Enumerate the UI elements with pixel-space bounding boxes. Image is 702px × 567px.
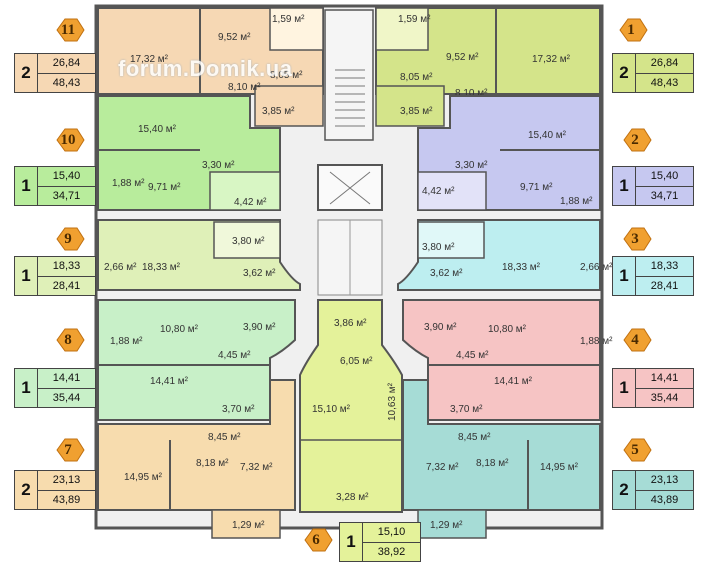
apartment-number-badge: 4	[622, 327, 652, 353]
room-label: 3,30 м²	[202, 160, 235, 171]
room-label: 8,45 м²	[458, 432, 491, 443]
room-label: 14,41 м²	[150, 376, 189, 387]
room-label: 1,29 м²	[232, 520, 265, 531]
room-label: 9,71 м²	[520, 182, 553, 193]
room-label: 3,62 м²	[243, 268, 276, 279]
room-label: 2,66 м²	[104, 262, 137, 273]
room-label: 18,33 м²	[502, 262, 541, 273]
apartment-6[interactable]: 3,86 м² 6,05 м² 15,10 м² 10,63 м² 3,28 м…	[299, 299, 403, 513]
room-label: 8,10 м²	[228, 82, 261, 93]
apartment-number-badge: 2	[622, 127, 652, 153]
room-label: 8,05 м²	[400, 72, 433, 83]
apartment-number-badge: 8	[55, 327, 85, 353]
apartment-4[interactable]: 3,90 м² 10,80 м² 1,88 м² 4,45 м² 14,41 м…	[402, 299, 613, 421]
room-label: 7,32 м²	[240, 462, 273, 473]
apartment-number-badge: 7	[55, 437, 85, 463]
room-label: 1,88 м²	[110, 336, 143, 347]
room-label: 3,80 м²	[422, 242, 455, 253]
apartment-5[interactable]: 3,70 м² 8,45 м² 7,32 м² 8,18 м² 14,95 м²…	[402, 379, 601, 539]
watermark: forum.Domik.ua	[118, 56, 293, 81]
apartment-7[interactable]: 3,70 м² 8,45 м² 14,95 м² 8,18 м² 7,32 м²…	[97, 379, 296, 539]
room-label: 3,85 м²	[262, 106, 295, 117]
apartment-number-badge: 11	[55, 17, 85, 43]
room-label: 10,80 м²	[488, 324, 527, 335]
apartment-1[interactable]: 1,59 м² 9,52 м² 17,32 м² 8,05 м² 8,10 м²…	[375, 7, 601, 127]
room-label: 10,63 м²	[387, 382, 398, 421]
room-label: 8,05 м²	[270, 70, 303, 81]
room-label: 3,80 м²	[232, 236, 265, 247]
room-label: 14,95 м²	[540, 462, 579, 473]
room-label: 4,45 м²	[218, 350, 251, 361]
room-label: 1,88 м²	[560, 196, 593, 207]
room-label: 3,90 м²	[424, 322, 457, 333]
room-label: 1,29 м²	[430, 520, 463, 531]
room-label: 3,85 м²	[400, 106, 433, 117]
room-label: 6,05 м²	[340, 356, 373, 367]
room-label: 3,70 м²	[450, 404, 483, 415]
room-label: 9,52 м²	[446, 52, 479, 63]
room-label: 3,86 м²	[334, 318, 367, 329]
apartment-9[interactable]: 2,66 м² 18,33 м² 3,80 м² 3,62 м²	[97, 219, 301, 291]
room-label: 1,88 м²	[580, 336, 613, 347]
room-label: 4,42 м²	[234, 197, 267, 208]
room-label: 8,10 м²	[455, 88, 488, 99]
room-label: 17,32 м²	[130, 54, 169, 65]
room-label: 3,70 м²	[222, 404, 255, 415]
staircase-core	[317, 9, 383, 296]
apartment-number-badge: 9	[55, 226, 85, 252]
apartment-2[interactable]: 15,40 м² 3,30 м² 4,42 м² 9,71 м² 1,88 м²	[417, 95, 601, 211]
room-label: 3,62 м²	[430, 268, 463, 279]
apartment-number-badge: 1	[618, 17, 648, 43]
apartment-number-badge: 6	[303, 527, 333, 553]
room-label: 8,18 м²	[196, 458, 229, 469]
room-label: 17,32 м²	[532, 54, 571, 65]
room-label: 15,10 м²	[312, 404, 351, 415]
apartment-number-badge: 5	[622, 437, 652, 463]
room-label: 8,18 м²	[476, 458, 509, 469]
room-label: 14,95 м²	[124, 472, 163, 483]
room-label: 3,90 м²	[243, 322, 276, 333]
apartment-3[interactable]: 3,80 м² 18,33 м² 2,66 м² 3,62 м²	[397, 219, 613, 291]
room-label: 4,45 м²	[456, 350, 489, 361]
room-label: 14,41 м²	[494, 376, 533, 387]
room-label: 3,28 м²	[336, 492, 369, 503]
apartment-number-badge: 10	[55, 127, 85, 153]
room-label: 1,88 м²	[112, 178, 145, 189]
room-label: 1,59 м²	[398, 14, 431, 25]
apartment-number-badge: 3	[622, 226, 652, 252]
room-label: 9,52 м²	[218, 32, 251, 43]
room-label: 4,42 м²	[422, 186, 455, 197]
room-label: 3,30 м²	[455, 160, 488, 171]
apartment-10[interactable]: 15,40 м² 3,30 м² 1,88 м² 9,71 м² 4,42 м²	[97, 95, 281, 211]
room-label: 10,80 м²	[160, 324, 199, 335]
room-label: 7,32 м²	[426, 462, 459, 473]
room-label: 18,33 м²	[142, 262, 181, 273]
room-label: 15,40 м²	[138, 124, 177, 135]
apartment-11[interactable]: 17,32 м² 9,52 м² 1,59 м² 8,10 м² 8,05 м²…	[97, 7, 324, 127]
room-label: 2,66 м²	[580, 262, 613, 273]
room-label: 8,45 м²	[208, 432, 241, 443]
room-label: 9,71 м²	[148, 182, 181, 193]
room-label: 1,59 м²	[272, 14, 305, 25]
room-label: 15,40 м²	[528, 130, 567, 141]
apartment-8[interactable]: 1,88 м² 10,80 м² 3,90 м² 4,45 м² 14,41 м…	[97, 299, 296, 421]
